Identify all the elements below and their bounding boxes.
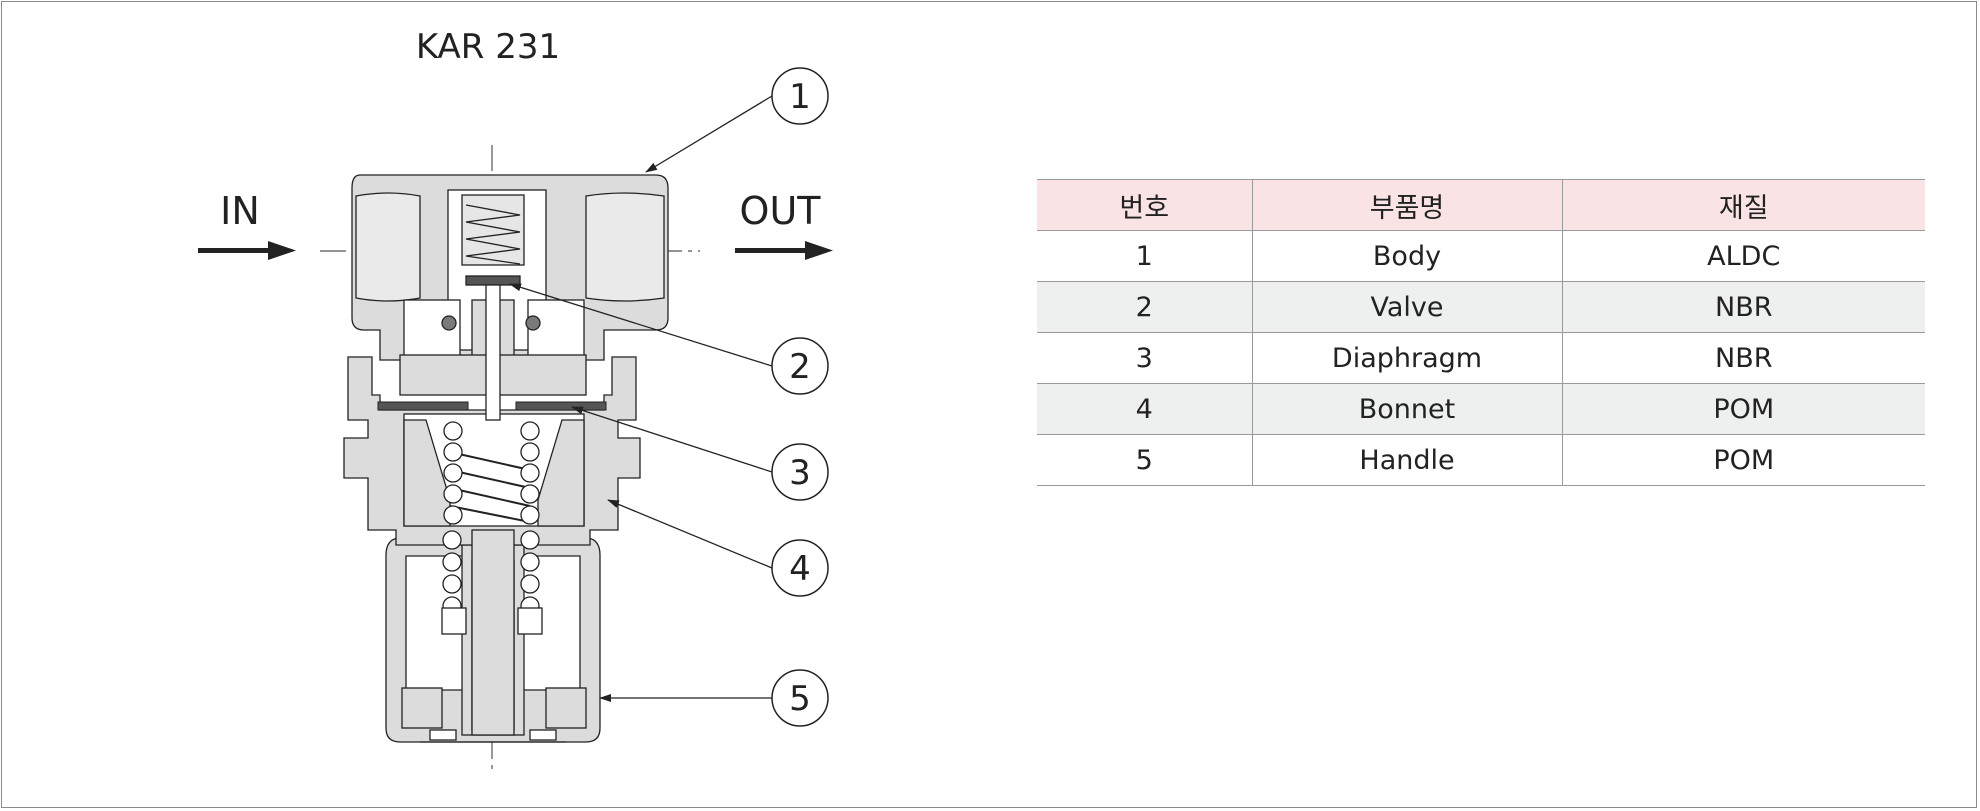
- row-number: 1: [1037, 230, 1252, 282]
- row-material: ALDC: [1561, 230, 1925, 282]
- callout-1: 1: [771, 67, 829, 125]
- callout-3-number: 3: [789, 453, 811, 493]
- callout-2-number: 2: [789, 347, 811, 387]
- adjusting-stem: [441, 529, 543, 736]
- row-part-name: Diaphragm: [1251, 332, 1562, 384]
- row-material: POM: [1561, 434, 1925, 486]
- model-title: KAR 231: [416, 27, 560, 67]
- outlet-flow-arrow: [735, 241, 833, 260]
- row-material: NBR: [1561, 281, 1925, 333]
- callout-2: 2: [771, 337, 829, 395]
- parts-table: 번호 부품명 재질 1 Body ALDC 2 Valve NBR 3 Diap…: [1037, 179, 1925, 486]
- callout-4: 4: [771, 539, 829, 597]
- row-material: NBR: [1561, 332, 1925, 384]
- callout-3: 3: [771, 443, 829, 501]
- inlet-flow-arrow: [198, 241, 296, 260]
- row-part-name: Handle: [1251, 434, 1562, 486]
- valve-spring: [461, 194, 525, 266]
- bonnet-part: [343, 356, 641, 546]
- row-part-name: Valve: [1251, 281, 1562, 333]
- row-part-name: Bonnet: [1251, 383, 1562, 435]
- diaphragm-part: [377, 401, 607, 411]
- row-material: POM: [1561, 383, 1925, 435]
- row-number: 4: [1037, 383, 1252, 435]
- row-number: 2: [1037, 281, 1252, 333]
- row-number: 3: [1037, 332, 1252, 384]
- table-row: 5 Handle POM: [1037, 434, 1925, 486]
- table-row: 4 Bonnet POM: [1037, 383, 1925, 435]
- outlet-label: OUT: [740, 189, 822, 233]
- header-number: 번호: [1037, 179, 1252, 231]
- valve-part: [441, 275, 541, 421]
- table-row: 2 Valve NBR: [1037, 281, 1925, 333]
- callout-1-number: 1: [789, 77, 811, 117]
- table-header-row: 번호 부품명 재질: [1037, 179, 1925, 231]
- row-part-name: Body: [1251, 230, 1562, 282]
- callout-5-number: 5: [789, 679, 811, 719]
- callout-5: 5: [771, 669, 829, 727]
- table-row: 1 Body ALDC: [1037, 230, 1925, 282]
- leader-lines: [509, 95, 773, 702]
- row-number: 5: [1037, 434, 1252, 486]
- inlet-label: IN: [220, 189, 260, 233]
- header-material: 재질: [1561, 179, 1925, 231]
- header-part-name: 부품명: [1251, 179, 1562, 231]
- table-row: 3 Diaphragm NBR: [1037, 332, 1925, 384]
- callout-4-number: 4: [789, 549, 811, 589]
